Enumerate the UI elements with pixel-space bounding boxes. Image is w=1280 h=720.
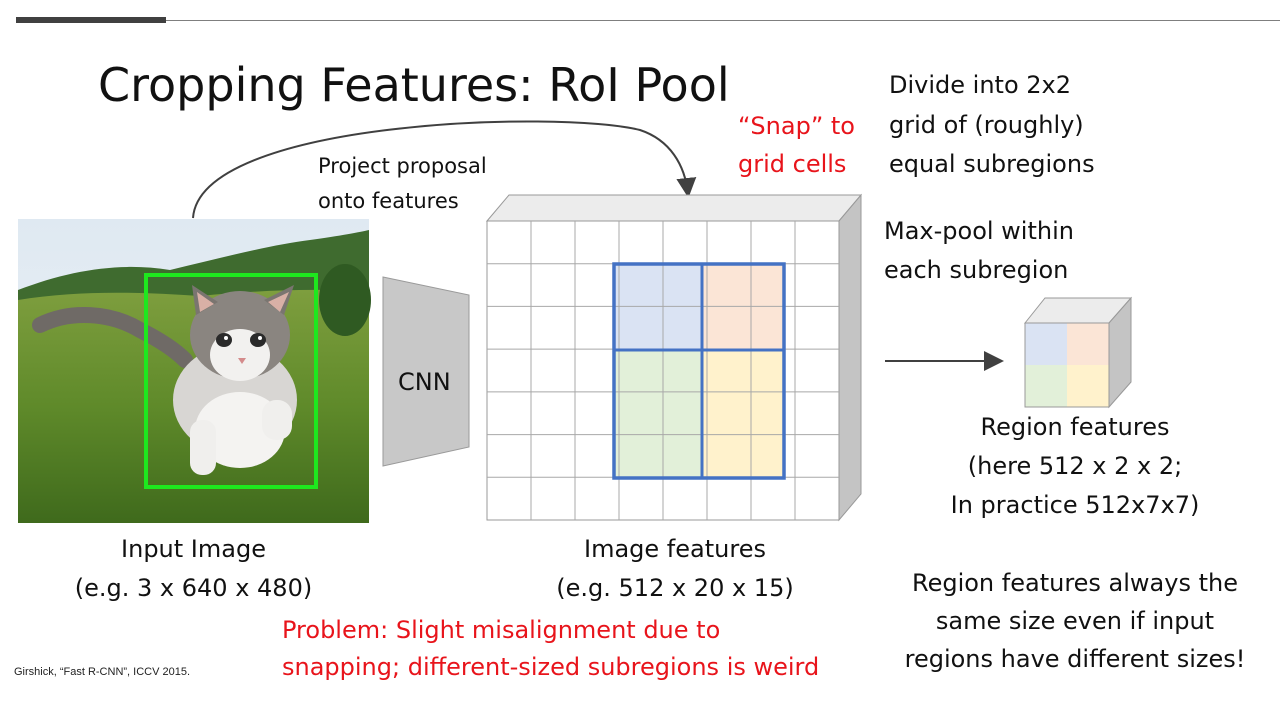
snap-label-line2: grid cells [738,150,847,178]
citation: Girshick, “Fast R-CNN”, ICCV 2015. [14,666,191,678]
kitten-photo [18,219,371,523]
region-feature-cube [1023,296,1133,409]
feature-map-cube [485,193,863,522]
region-caption-line1: Region features [980,413,1170,441]
features-caption-line2: (e.g. 512 x 20 x 15) [556,574,794,602]
input-caption-line1: Input Image [121,535,266,563]
cnn-label: CNN [398,368,451,396]
region-caption-line3: In practice 512x7x7) [950,491,1200,519]
region-proposal-box [144,273,318,489]
divide-label-line3: equal subregions [889,150,1095,178]
divide-label-line1: Divide into 2x2 [889,71,1071,99]
maxpool-label-line1: Max-pool within [884,217,1074,245]
projection-arrow [192,120,697,219]
top-accent-bar [16,17,166,23]
region-caption-line2: (here 512 x 2 x 2; [967,452,1183,480]
slide-title: Cropping Features: RoI Pool [98,58,730,112]
maxpool-label-line2: each subregion [884,256,1069,284]
cnn-block [382,276,470,467]
snap-label-line1: “Snap” to [738,112,855,140]
divide-label-line2: grid of (roughly) [889,111,1084,139]
project-label-line1: Project proposal [318,154,487,178]
region-note-line1: Region features always the [911,569,1238,597]
top-rule [166,20,1280,21]
region-note-line3: regions have different sizes! [904,645,1246,673]
input-caption-line2: (e.g. 3 x 640 x 480) [74,574,313,602]
region-note-line2: same size even if input [935,607,1215,635]
problem-note-line1: Problem: Slight misalignment due to [282,616,721,644]
features-caption-line1: Image features [584,535,766,563]
problem-note-line2: snapping; different-sized subregions is … [282,653,820,681]
project-label-line2: onto features [318,189,459,213]
